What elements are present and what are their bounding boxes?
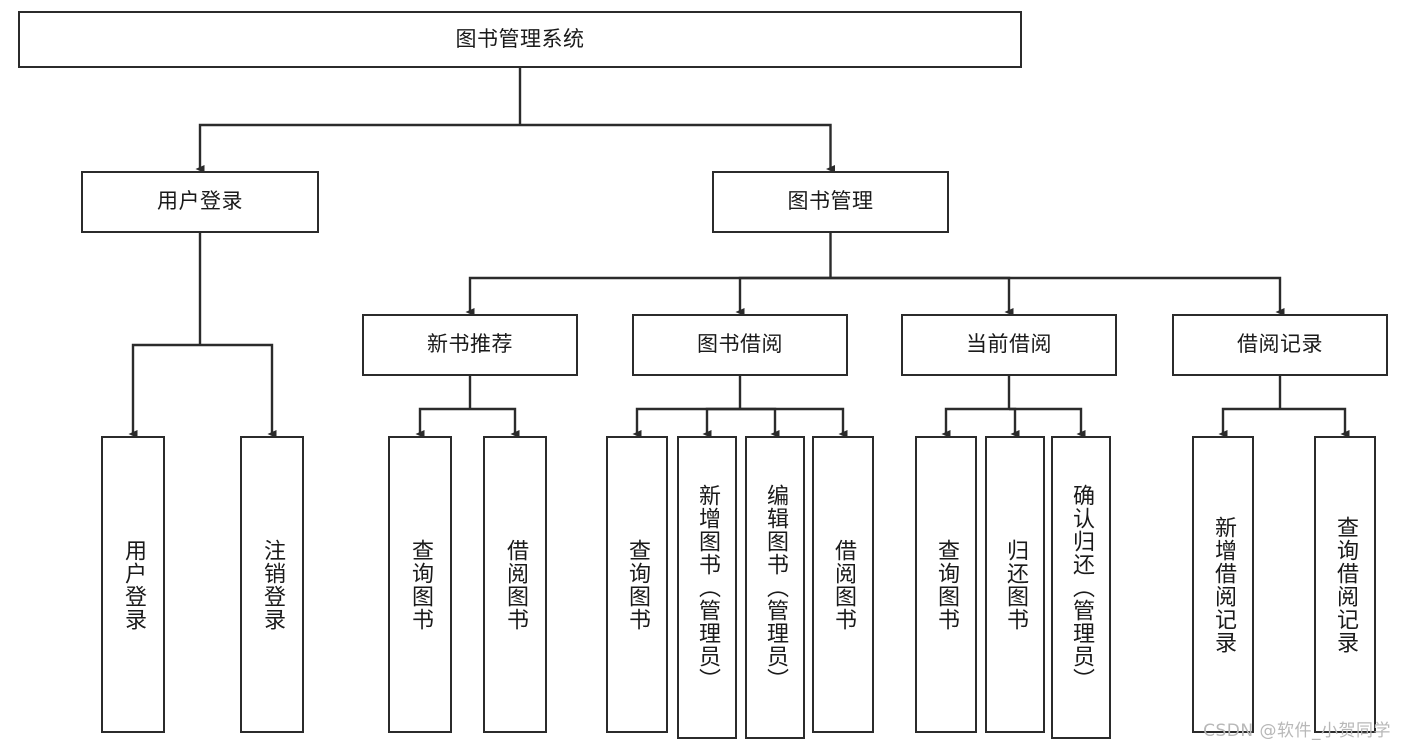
connector-edge bbox=[740, 407, 848, 439]
node-label: 查询图书 bbox=[933, 538, 959, 631]
node-leaf-borrow-4[interactable]: 借阅图书 bbox=[812, 436, 874, 733]
connector-edge bbox=[415, 407, 470, 439]
node-label: 查询借阅记录 bbox=[1332, 515, 1358, 654]
node-leaf-rec-1[interactable]: 新增借阅记录 bbox=[1192, 436, 1254, 733]
node-label: 图书管理 bbox=[787, 189, 874, 214]
node-login[interactable]: 用户登录 bbox=[81, 171, 319, 233]
node-label: 注销登录 bbox=[259, 538, 285, 631]
connector-edge bbox=[470, 407, 520, 439]
node-label: 归还图书 bbox=[1002, 538, 1028, 631]
node-label: 用户登录 bbox=[120, 538, 146, 631]
node-label: 新书推荐 bbox=[427, 332, 513, 357]
node-label: 借阅记录 bbox=[1237, 332, 1323, 357]
node-label: 新增图书（管理员） bbox=[694, 484, 720, 691]
connector-edge bbox=[1009, 407, 1086, 439]
connector-edge bbox=[200, 343, 277, 439]
node-label: 编辑图书（管理员） bbox=[762, 484, 788, 691]
connector-edge bbox=[195, 123, 520, 174]
node-current[interactable]: 当前借阅 bbox=[901, 314, 1117, 376]
node-newbook[interactable]: 新书推荐 bbox=[362, 314, 578, 376]
node-leaf-login-2[interactable]: 注销登录 bbox=[240, 436, 304, 733]
node-leaf-new-1[interactable]: 查询图书 bbox=[388, 436, 452, 733]
node-leaf-new-2[interactable]: 借阅图书 bbox=[483, 436, 547, 733]
connector-edge bbox=[830, 276, 1014, 317]
node-leaf-cur-2[interactable]: 归还图书 bbox=[985, 436, 1045, 733]
node-label: 图书管理系统 bbox=[455, 26, 585, 51]
node-borrow[interactable]: 图书借阅 bbox=[632, 314, 848, 376]
node-label: 用户登录 bbox=[157, 189, 243, 214]
node-leaf-cur-1[interactable]: 查询图书 bbox=[915, 436, 977, 733]
node-root[interactable]: 图书管理系统 bbox=[18, 11, 1022, 68]
connector-edge bbox=[830, 276, 1285, 317]
connector-edge bbox=[1218, 407, 1280, 439]
connector-edge bbox=[702, 407, 740, 439]
node-label: 当前借阅 bbox=[966, 332, 1052, 357]
connector-edge bbox=[941, 407, 1009, 439]
connector-edge bbox=[465, 276, 831, 317]
node-label: 确认归还（管理员） bbox=[1068, 484, 1094, 691]
node-records[interactable]: 借阅记录 bbox=[1172, 314, 1388, 376]
node-label: 查询图书 bbox=[624, 538, 650, 631]
node-leaf-borrow-2[interactable]: 新增图书（管理员） bbox=[677, 436, 737, 739]
connector-edge bbox=[520, 123, 835, 174]
node-bookmgmt[interactable]: 图书管理 bbox=[712, 171, 949, 233]
node-label: 借阅图书 bbox=[830, 538, 856, 631]
node-label: 图书借阅 bbox=[697, 332, 783, 357]
csdn-watermark: CSDN @软件_小贺同学 bbox=[1203, 721, 1391, 741]
node-label: 查询图书 bbox=[407, 538, 433, 631]
node-label: 借阅图书 bbox=[502, 538, 528, 631]
connector-edge bbox=[735, 276, 831, 317]
connector-edge bbox=[632, 407, 740, 439]
node-leaf-rec-2[interactable]: 查询借阅记录 bbox=[1314, 436, 1376, 733]
node-leaf-cur-3[interactable]: 确认归还（管理员） bbox=[1051, 436, 1111, 739]
node-leaf-borrow-1[interactable]: 查询图书 bbox=[606, 436, 668, 733]
node-leaf-borrow-3[interactable]: 编辑图书（管理员） bbox=[745, 436, 805, 739]
connector-edge bbox=[1280, 407, 1350, 439]
connector-edge bbox=[1009, 407, 1020, 439]
node-leaf-login-1[interactable]: 用户登录 bbox=[101, 436, 165, 733]
node-label: 新增借阅记录 bbox=[1210, 515, 1236, 654]
connector-edge bbox=[740, 407, 780, 439]
connector-edge bbox=[128, 343, 200, 439]
